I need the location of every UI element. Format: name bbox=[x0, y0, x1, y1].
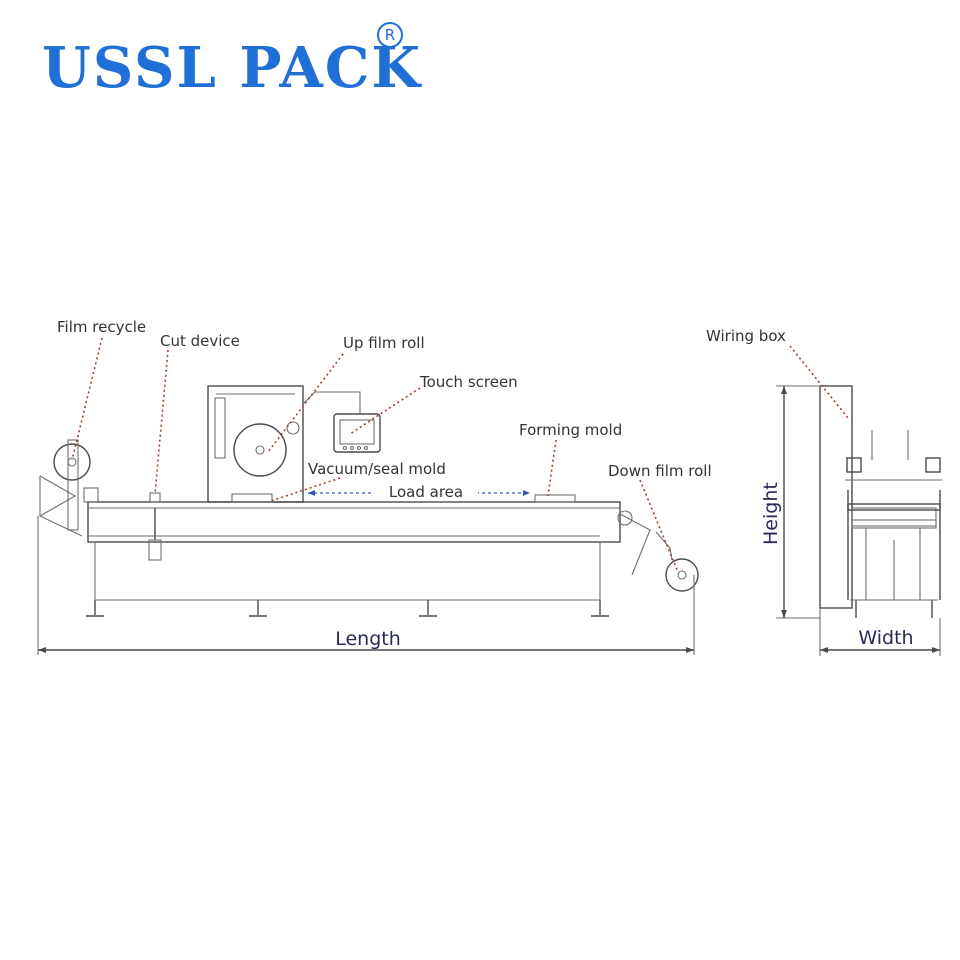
touch-screen bbox=[333, 413, 381, 453]
vacuum-seal-mold-label: Vacuum/seal mold bbox=[308, 460, 446, 478]
wiring-box-label: Wiring box bbox=[706, 327, 786, 345]
down-film-roll-leader bbox=[639, 479, 679, 573]
machine-frame bbox=[87, 501, 621, 543]
cut-device-leader bbox=[154, 349, 169, 495]
machine-feet bbox=[86, 600, 609, 617]
height-label: Height bbox=[760, 482, 782, 545]
wiring-box-leader bbox=[789, 345, 849, 419]
wiring-box bbox=[819, 385, 853, 609]
end-view: Height Width Wiring box bbox=[706, 327, 942, 656]
up-film-roll-leader bbox=[267, 353, 344, 453]
registered-mark-icon: R bbox=[377, 22, 403, 48]
cut-device-label: Cut device bbox=[160, 332, 240, 350]
cut-device bbox=[149, 492, 161, 503]
vacuum-seal-mold-leader bbox=[267, 477, 341, 503]
forming-mold bbox=[534, 494, 576, 503]
up-film-roll-housing bbox=[207, 385, 304, 503]
brand-logo: USSL PACK bbox=[42, 35, 423, 101]
film-recycle-leader bbox=[71, 337, 103, 461]
touch-screen-label: Touch screen bbox=[419, 373, 518, 391]
down-film-roll bbox=[665, 558, 699, 592]
film-recycle-label: Film recycle bbox=[57, 318, 146, 336]
forming-mold-leader bbox=[547, 439, 557, 497]
touch-screen-leader bbox=[349, 387, 421, 435]
forming-mold-label: Forming mold bbox=[519, 421, 622, 439]
width-label: Width bbox=[858, 627, 913, 649]
up-film-roll bbox=[233, 423, 287, 477]
side-view: Length Load area Film recycle Cut device… bbox=[37, 318, 712, 655]
load-area-label: Load area bbox=[389, 483, 463, 501]
up-film-roll-label: Up film roll bbox=[343, 334, 425, 352]
length-label: Length bbox=[335, 628, 401, 650]
down-film-roll-label: Down film roll bbox=[608, 462, 712, 480]
film-recycle-roll bbox=[53, 443, 91, 481]
